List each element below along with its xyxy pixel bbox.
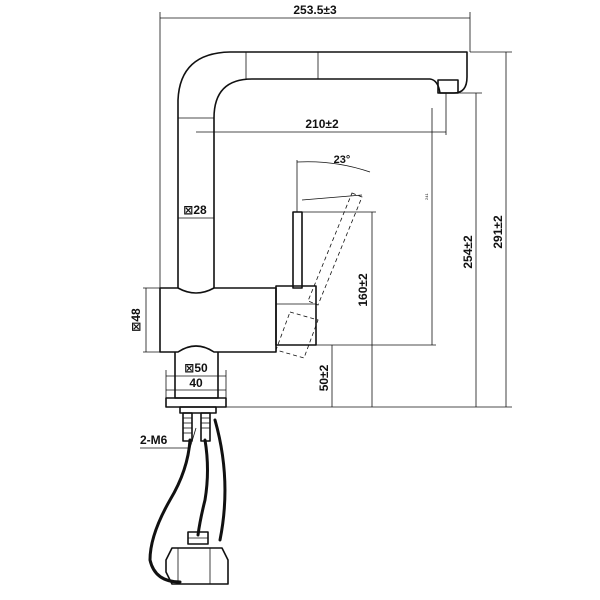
body-square-label: ⊠48 <box>129 308 143 332</box>
aerator-outline <box>437 79 459 94</box>
threaded-studs <box>182 412 211 442</box>
lever-height-label: 160±2 <box>356 273 370 307</box>
tilt-angle-label: 23° <box>334 154 351 166</box>
spout-height-label: 254±2 <box>461 235 475 269</box>
base-square-label: ⊠50 <box>184 361 208 375</box>
base-width-label: 40 <box>189 376 203 390</box>
spout-outline <box>177 51 468 288</box>
hose <box>148 418 229 585</box>
main-body-outline <box>159 287 277 353</box>
spout-square-label: ⊠28 <box>183 203 207 217</box>
overall-width-label: 253.5±3 <box>293 3 337 17</box>
cartridge-outline <box>275 285 317 346</box>
spout-reach-label: 210±2 <box>305 117 339 131</box>
lever-outline <box>292 211 303 289</box>
total-height-label: 291±2 <box>491 215 505 249</box>
base-height-label: 50±2 <box>317 364 331 391</box>
dimension-labels: 253.5±3 210±2 23° ⊠28 ⊠50 40 2-M6 241 ⊠4… <box>129 3 505 447</box>
neck-outline <box>174 352 219 399</box>
base-plate <box>165 397 227 408</box>
faucet-body <box>148 51 468 585</box>
dimension-lines <box>140 12 512 449</box>
inner-mark-label: 241 <box>424 193 429 200</box>
lever-tilted-phantom <box>275 192 363 359</box>
connection-label: 2-M6 <box>140 433 168 447</box>
